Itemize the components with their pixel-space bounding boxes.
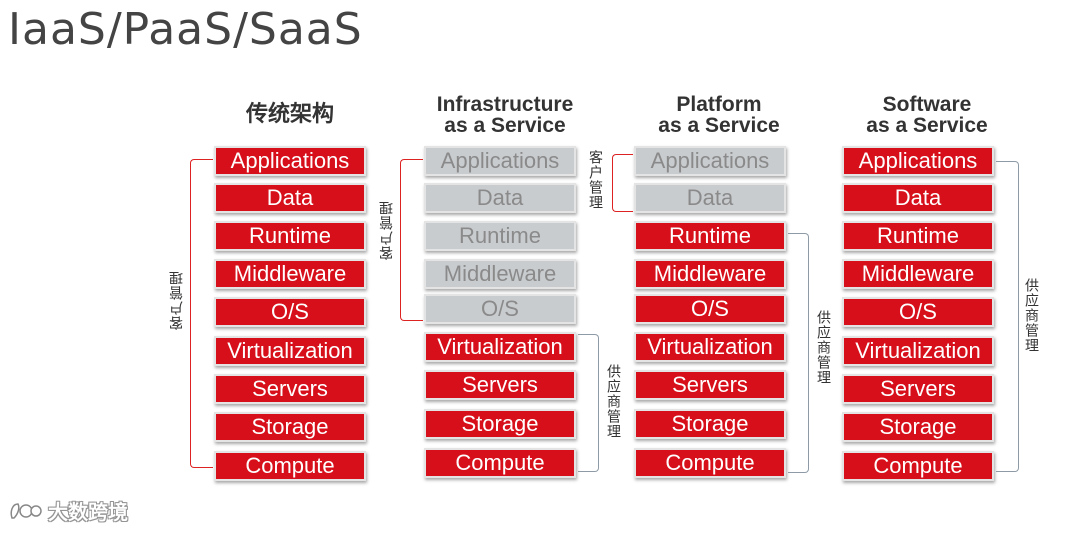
trad-customer-bracket <box>190 159 213 468</box>
header-saas-line1: Software <box>882 93 972 116</box>
saas-virtualization: Virtualization <box>842 336 994 366</box>
saas-applications: Applications <box>842 146 994 176</box>
paas-storage: Storage <box>634 409 786 439</box>
header-traditional-line1: 传统架构 <box>245 101 334 126</box>
saas-servers: Servers <box>842 374 994 404</box>
iaas-data: Data <box>424 183 576 213</box>
paas-customer-bracket <box>612 154 633 212</box>
trad-applications: Applications <box>214 146 366 176</box>
trad-customer-label: 客户管理 <box>168 270 184 330</box>
trad-data: Data <box>214 183 366 213</box>
paas-data: Data <box>634 183 786 213</box>
header-paas-line1: Platform <box>676 93 762 116</box>
iaas-vendor-label: 供应商管理 <box>606 364 622 439</box>
iaas-virtualization: Virtualization <box>424 332 576 362</box>
saas-os: O/S <box>842 297 994 327</box>
trad-storage: Storage <box>214 412 366 442</box>
paas-middleware: Middleware <box>634 259 786 289</box>
paas-vendor-bracket <box>788 233 809 473</box>
paas-compute: Compute <box>634 448 786 478</box>
iaas-runtime: Runtime <box>424 221 576 251</box>
trad-virtualization: Virtualization <box>214 336 366 366</box>
iaas-os: O/S <box>424 294 576 324</box>
trad-compute: Compute <box>214 451 366 481</box>
paas-runtime: Runtime <box>634 221 786 251</box>
paas-servers: Servers <box>634 370 786 400</box>
header-iaas: Infrastructure as a Service <box>422 94 588 136</box>
paas-applications: Applications <box>634 146 786 176</box>
saas-data: Data <box>842 183 994 213</box>
paas-customer-label: 客户管理 <box>588 150 604 210</box>
trad-servers: Servers <box>214 374 366 404</box>
header-paas: Platform as a Service <box>636 94 802 136</box>
saas-compute: Compute <box>842 451 994 481</box>
iaas-applications: Applications <box>424 146 576 176</box>
saas-middleware: Middleware <box>842 259 994 289</box>
saas-vendor-label: 供应商管理 <box>1024 278 1040 353</box>
brand-logo-icon <box>8 498 42 524</box>
trad-os: O/S <box>214 297 366 327</box>
paas-virtualization: Virtualization <box>634 332 786 362</box>
header-iaas-line1: Infrastructure <box>436 93 574 116</box>
trad-runtime: Runtime <box>214 221 366 251</box>
header-iaas-line2: as a Service <box>444 114 566 137</box>
trad-middleware: Middleware <box>214 259 366 289</box>
watermark-text: 大数跨境 <box>48 502 128 524</box>
paas-vendor-label: 供应商管理 <box>816 310 832 385</box>
iaas-servers: Servers <box>424 370 576 400</box>
iaas-customer-label: 客户管理 <box>378 200 394 260</box>
iaas-storage: Storage <box>424 409 576 439</box>
watermark-logo: 大数跨境 <box>8 496 128 525</box>
header-paas-line2: as a Service <box>658 114 780 137</box>
iaas-customer-bracket <box>400 159 423 321</box>
saas-storage: Storage <box>842 412 994 442</box>
iaas-compute: Compute <box>424 448 576 478</box>
saas-runtime: Runtime <box>842 221 994 251</box>
iaas-middleware: Middleware <box>424 259 576 289</box>
iaas-vendor-bracket <box>578 334 599 472</box>
saas-vendor-bracket <box>996 161 1019 472</box>
page-title: IaaS/PaaS/SaaS <box>8 4 363 55</box>
header-traditional: 传统架构 <box>214 101 366 126</box>
header-saas-line2: as a Service <box>866 114 988 137</box>
paas-os: O/S <box>634 294 786 324</box>
header-saas: Software as a Service <box>844 94 1010 136</box>
